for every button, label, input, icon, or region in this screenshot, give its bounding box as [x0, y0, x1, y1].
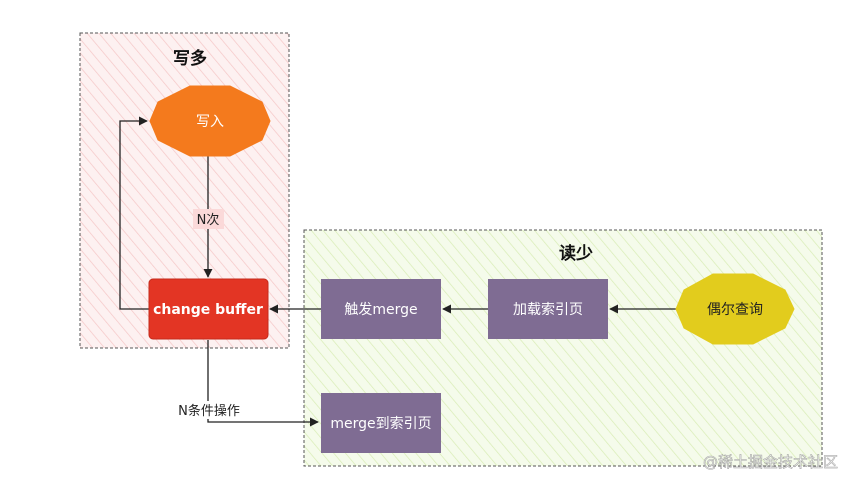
node-trigger-merge-label: 触发merge	[344, 302, 417, 318]
watermark-text: @稀土掘金技术社区	[703, 453, 838, 471]
node-write-label: 写入	[196, 114, 224, 130]
node-merge-to-index-page-label: merge到索引页	[330, 415, 431, 432]
node-occasional-query: 偶尔查询	[675, 273, 795, 345]
edge-buffer-to-merge-index	[207, 340, 319, 427]
edge-label-n-times: N次	[193, 209, 224, 229]
group-write-heavy-title: 写多	[173, 48, 207, 69]
node-load-index-page: 加载索引页	[488, 279, 608, 339]
group-read-light-title: 读少	[559, 243, 593, 264]
edge-buffer-loop-to-write	[119, 116, 150, 310]
edge-label-n-condition-ops-text: N条件操作	[178, 403, 240, 419]
edge-label-n-times-text: N次	[197, 212, 220, 228]
node-trigger-merge: 触发merge	[321, 279, 441, 339]
node-change-buffer: change buffer	[148, 278, 269, 340]
connectors	[119, 116, 676, 427]
node-write: 写入	[149, 85, 271, 157]
edge-label-n-condition-ops: N条件操作	[170, 401, 248, 419]
node-load-index-page-label: 加载索引页	[513, 301, 583, 318]
node-change-buffer-label: change buffer	[153, 302, 263, 318]
node-occasional-query-label: 偶尔查询	[707, 302, 763, 318]
node-merge-to-index-page: merge到索引页	[321, 393, 441, 453]
